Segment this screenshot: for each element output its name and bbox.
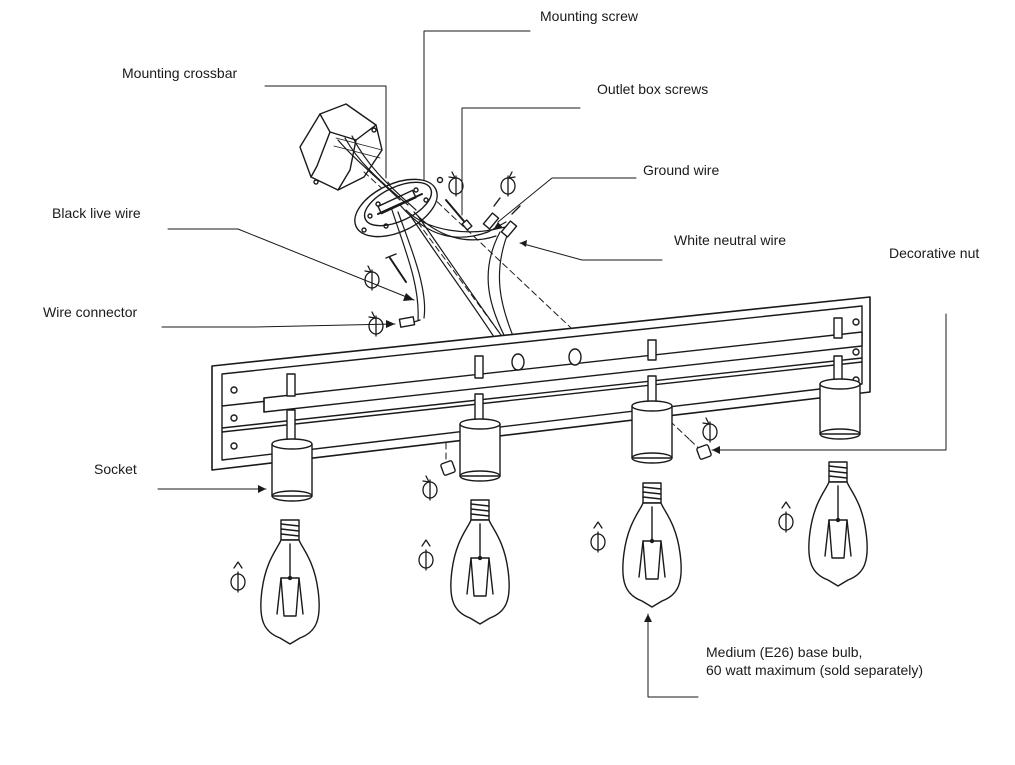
label-black-live-wire: Black live wire	[52, 205, 141, 221]
bulb-3	[622, 482, 682, 608]
leader-bulb	[647, 613, 699, 698]
leader-mounting-screw	[423, 30, 531, 196]
leader-ground-wire	[497, 177, 637, 223]
leader-outlet-box-screws	[461, 107, 581, 216]
label-decorative-nut: Decorative nut	[889, 245, 980, 261]
mounting-disc	[354, 176, 444, 238]
label-bulb-note: Medium (E26) base bulb, 60 watt maximum …	[706, 643, 923, 679]
socket-2	[459, 355, 501, 482]
bulb-4	[808, 461, 868, 587]
socket-1	[271, 373, 313, 502]
label-white-neutral-wire: White neutral wire	[674, 232, 787, 248]
backplate	[211, 296, 871, 471]
leader-lines	[157, 30, 947, 698]
leader-white-neutral-wire	[519, 242, 663, 261]
bulb-note-line-1: Medium (E26) base bulb,	[706, 644, 863, 660]
label-mounting-crossbar: Mounting crossbar	[122, 65, 238, 81]
label-socket: Socket	[94, 461, 137, 477]
bulb-1	[260, 519, 320, 645]
label-outlet-box-screws: Outlet box screws	[597, 81, 709, 97]
bulb-2	[450, 499, 510, 625]
screws	[385, 199, 473, 328]
decorative-nuts	[440, 444, 712, 476]
outlet-box	[299, 103, 383, 191]
label-wire-connector: Wire connector	[43, 304, 138, 320]
bulb-note-line-2: 60 watt maximum (sold separately)	[706, 662, 924, 678]
socket-3	[631, 339, 673, 464]
leader-decorative-nut	[711, 313, 947, 451]
leader-mounting-crossbar	[264, 85, 387, 179]
leader-black-live-wire	[167, 228, 415, 301]
socket-4	[819, 317, 861, 440]
wire-nuts-top	[482, 197, 521, 238]
label-ground-wire: Ground wire	[643, 162, 720, 178]
leader-wire-connector	[161, 323, 396, 328]
rotation-symbols	[230, 171, 794, 593]
label-mounting-screw: Mounting screw	[540, 8, 639, 24]
